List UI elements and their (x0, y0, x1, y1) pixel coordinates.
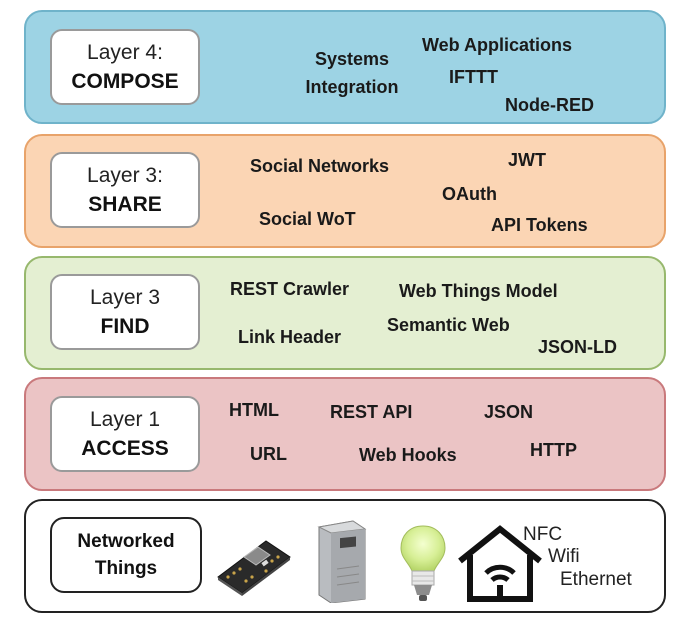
layer-share: Layer 3: SHARE Social Networks JWT OAuth… (24, 134, 666, 248)
connectivity-ethernet: Ethernet (560, 569, 632, 590)
layer-share-title: SHARE (88, 193, 162, 216)
term-ifttt: IFTTT (449, 67, 498, 87)
term-oauth: OAuth (442, 184, 497, 204)
networked-things-label: Networked Things (50, 517, 202, 593)
sensor-module-icon (317, 520, 367, 603)
term-systems-integration: Systems Integration (305, 49, 399, 97)
connectivity-wifi: Wifi (548, 546, 580, 567)
layer-share-label: Layer 3: SHARE (50, 152, 200, 228)
home-wifi-icon (458, 525, 542, 602)
term-web-applications: Web Applications (422, 35, 573, 55)
layer-compose-title: COMPOSE (71, 70, 179, 93)
layer-compose: Layer 4: COMPOSE Systems Integration Web… (24, 10, 666, 124)
connectivity-nfc: NFC (523, 524, 563, 545)
layer-access-title: ACCESS (81, 437, 169, 460)
term-jwt: JWT (508, 150, 546, 170)
layer-access-label: Layer 1 ACCESS (50, 396, 200, 472)
layer-find-number: Layer 3 (89, 286, 161, 309)
term-social-networks: Social Networks (250, 156, 390, 176)
networked-things-text: Networked Things (77, 531, 175, 579)
layer-compose-number: Layer 4: (87, 41, 163, 64)
term-http: HTTP (530, 440, 577, 460)
layer-share-number: Layer 3: (87, 164, 163, 187)
term-rest-crawler: REST Crawler (230, 279, 350, 299)
circuit-board-icon (217, 540, 291, 596)
layer-access: Layer 1 ACCESS HTML REST API JSON URL We… (24, 377, 666, 491)
layer-find: Layer 3 FIND REST Crawler Web Things Mod… (24, 256, 666, 370)
layer-find-label: Layer 3 FIND (50, 274, 200, 350)
layer-find-title: FIND (100, 315, 150, 338)
term-web-hooks: Web Hooks (359, 445, 457, 465)
term-social-wot: Social WoT (259, 209, 356, 229)
layer-networked-things: Networked Things (24, 499, 666, 613)
term-api-tokens: API Tokens (491, 215, 588, 235)
layer-compose-label: Layer 4: COMPOSE (50, 29, 200, 105)
term-node-red: Node-RED (505, 95, 594, 115)
term-web-things-model: Web Things Model (399, 281, 558, 301)
term-json: JSON (484, 402, 534, 422)
term-semantic-web: Semantic Web (387, 315, 510, 335)
layer-access-number: Layer 1 (89, 408, 161, 431)
term-url: URL (250, 444, 287, 464)
term-html: HTML (229, 400, 279, 420)
term-link-header: Link Header (238, 327, 342, 347)
light-bulb-icon (400, 525, 446, 601)
term-rest-api: REST API (330, 402, 413, 422)
term-json-ld: JSON-LD (538, 337, 618, 357)
